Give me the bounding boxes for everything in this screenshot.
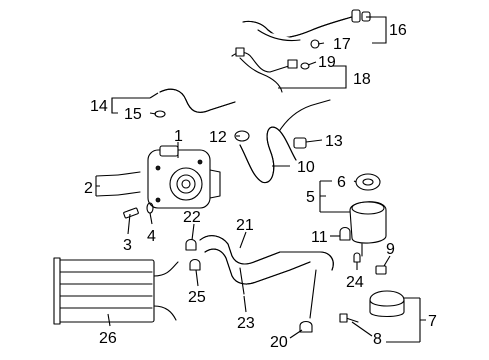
callout-25: 25 bbox=[188, 289, 206, 306]
callout-7: 7 bbox=[428, 313, 437, 330]
hose-assembly-14-drawing bbox=[154, 88, 236, 118]
callout-2: 2 bbox=[84, 180, 93, 197]
reservoir-bracket-drawing bbox=[339, 290, 405, 323]
callout-4: 4 bbox=[147, 228, 156, 245]
callout-18: 18 bbox=[353, 71, 371, 88]
callout-26: 26 bbox=[99, 330, 117, 347]
clamps-drawing bbox=[185, 226, 387, 333]
callout-22: 22 bbox=[183, 209, 201, 226]
callout-16: 16 bbox=[389, 22, 407, 39]
callout-11: 11 bbox=[311, 229, 328, 246]
callout-24: 24 bbox=[346, 274, 364, 291]
callout-13: 13 bbox=[325, 133, 343, 150]
callout-5: 5 bbox=[306, 189, 315, 206]
callout-20: 20 bbox=[270, 334, 288, 351]
leader-lines bbox=[95, 16, 426, 343]
hose-assembly-16-drawing bbox=[242, 9, 371, 49]
callout-14: 14 bbox=[90, 98, 108, 115]
callout-labels: 16 17 19 18 14 15 1 12 13 10 2 6 5 21 22… bbox=[84, 22, 437, 351]
callout-15: 15 bbox=[124, 106, 142, 123]
callout-23: 23 bbox=[237, 315, 255, 332]
pressure-lines-drawing bbox=[199, 235, 334, 319]
callout-1: 1 bbox=[174, 128, 183, 145]
callout-12: 12 bbox=[209, 129, 227, 146]
callout-21: 21 bbox=[236, 217, 254, 234]
oil-cooler-drawing bbox=[53, 257, 179, 325]
reservoir-drawing bbox=[339, 173, 387, 257]
callout-10: 10 bbox=[297, 159, 315, 176]
callout-17: 17 bbox=[333, 36, 351, 53]
callout-6: 6 bbox=[337, 174, 346, 191]
hose-assembly-18-drawing bbox=[231, 47, 310, 93]
callout-3: 3 bbox=[123, 237, 132, 254]
callout-9: 9 bbox=[386, 241, 395, 258]
callout-19: 19 bbox=[318, 54, 336, 71]
callout-8: 8 bbox=[373, 331, 382, 348]
hose-10-drawing bbox=[234, 99, 331, 184]
mounting-bolts-drawing bbox=[117, 171, 154, 219]
power-steering-pump-drawing bbox=[147, 145, 221, 209]
